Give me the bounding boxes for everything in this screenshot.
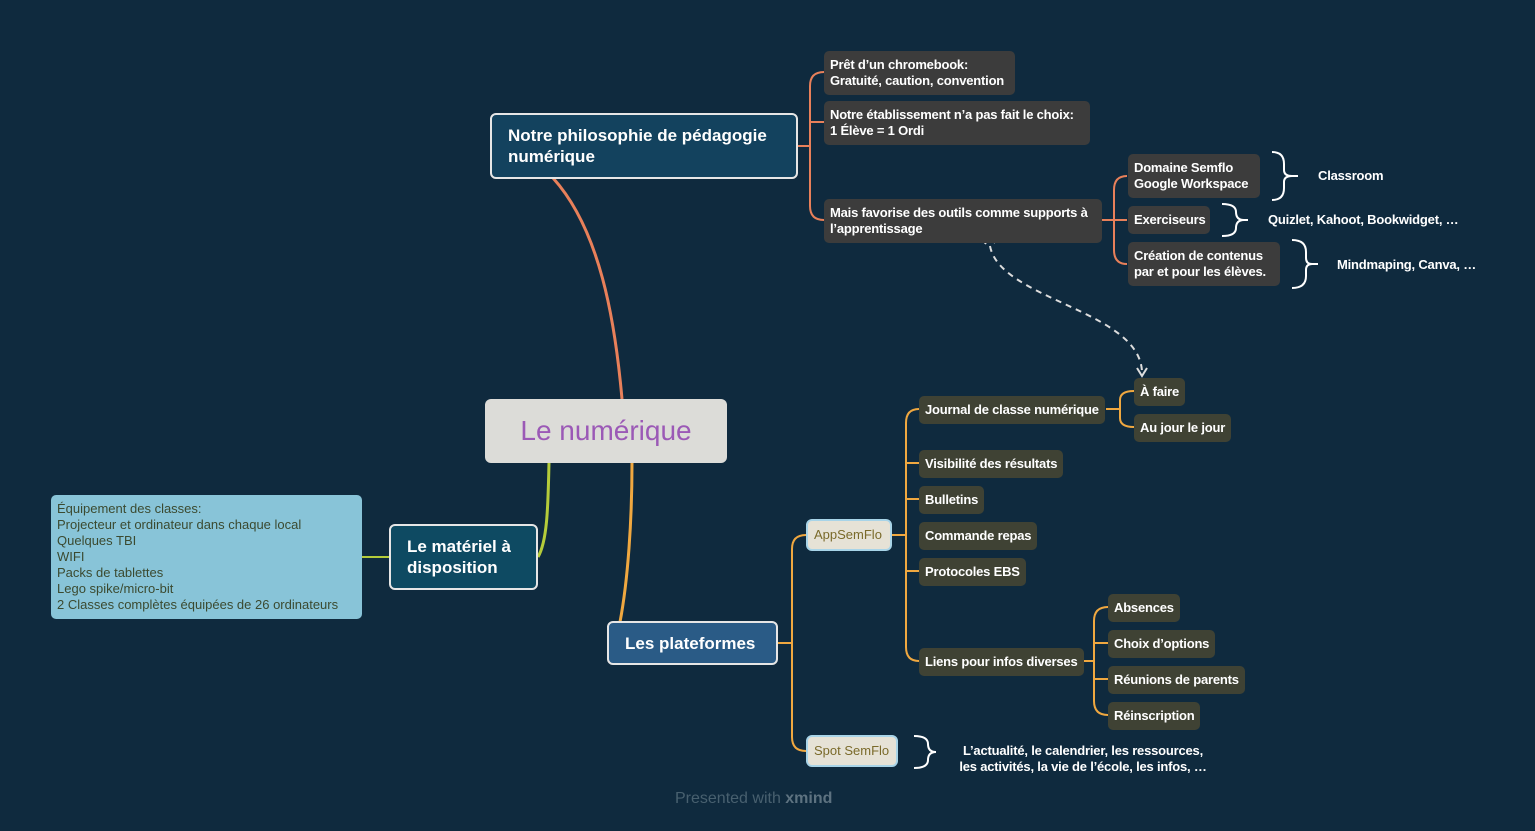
tool-creation[interactable]: Création de contenus par et pour les élè… [1128, 242, 1280, 286]
journal-child-jour[interactable]: Au jour le jour [1134, 414, 1232, 442]
central-topic[interactable]: Le numérique [485, 399, 727, 463]
footer-prefix: Presented with [675, 790, 786, 807]
item-line: Domaine Semflo [1134, 160, 1234, 175]
topic-materiel[interactable]: Le matériel à disposition [389, 524, 538, 590]
topic-philosophy[interactable]: Notre philosophie de pédagogie numérique [490, 113, 798, 179]
item-line: Google Workspace [1134, 176, 1249, 191]
philosophy-item-choice[interactable]: Notre établissement n’a pas fait le choi… [824, 101, 1090, 145]
note-mindmaping: Mindmaping, Canva, … [1337, 257, 1477, 272]
platform-appsemflo[interactable]: AppSemFlo [806, 519, 892, 551]
note-classroom: Classroom [1318, 168, 1384, 183]
equipment-line: Projecteur et ordinateur dans chaque loc… [57, 517, 302, 532]
spot-note-line: les activités, la vie de l’école, les in… [959, 759, 1207, 774]
app-item-bulletins[interactable]: Bulletins [919, 486, 985, 514]
equipment-line: WIFI [57, 549, 85, 564]
item-line: Exerciseurs [1134, 212, 1206, 227]
app-item-liens[interactable]: Liens pour infos diverses [919, 648, 1084, 676]
liens-child-absences[interactable]: Absences [1108, 594, 1180, 622]
spot-note-line: L’actualité, le calendrier, les ressourc… [963, 743, 1203, 758]
equipment-line: Quelques TBI [57, 533, 137, 548]
topic-plateformes-label: Les plateformes [625, 633, 756, 653]
liens-child-reunions[interactable]: Réunions de parents [1108, 666, 1245, 694]
equipment-line: Équipement des classes: [57, 501, 202, 516]
equipment-line: 2 Classes complètes équipées de 26 ordin… [57, 597, 339, 612]
equipment-list[interactable]: Équipement des classes: Projecteur et or… [51, 495, 362, 619]
liens-child-reinscription[interactable]: Réinscription [1108, 702, 1201, 730]
topic-materiel-label: Le matériel à disposition [407, 537, 511, 577]
liens-child-options[interactable]: Choix d’options [1108, 630, 1216, 658]
item-line: l’apprentissage [830, 221, 923, 236]
presented-with-xmind: Presented with xmind [675, 790, 832, 808]
equipment-line: Lego spike/micro-bit [57, 581, 174, 596]
journal-child-afaire[interactable]: À faire [1134, 378, 1186, 406]
app-item-resultats[interactable]: Visibilité des résultats [919, 450, 1064, 478]
app-item-ebs[interactable]: Protocoles EBS [919, 558, 1026, 586]
topic-philosophy-label: Notre philosophie de pédagogie numérique [508, 126, 767, 166]
platform-spotsemflo[interactable]: Spot SemFlo [806, 735, 898, 767]
philosophy-item-tools[interactable]: Mais favorise des outils comme supports … [824, 199, 1102, 243]
app-item-journal[interactable]: Journal de classe numérique [919, 396, 1105, 424]
item-line: Mais favorise des outils comme supports … [830, 205, 1088, 220]
item-line: 1 Élève = 1 Ordi [830, 123, 924, 138]
note-quizlet: Quizlet, Kahoot, Bookwidget, … [1268, 212, 1459, 227]
tool-domaine[interactable]: Domaine Semflo Google Workspace [1128, 154, 1260, 198]
topic-plateformes[interactable]: Les plateformes [607, 621, 778, 665]
item-line: Gratuité, caution, convention [830, 73, 1005, 88]
item-line: Notre établissement n’a pas fait le choi… [830, 107, 1074, 122]
app-item-repas[interactable]: Commande repas [919, 522, 1038, 550]
tool-exerciseurs[interactable]: Exerciseurs [1128, 206, 1210, 234]
item-line: par et pour les élèves. [1134, 264, 1266, 279]
xmind-logo: xmind [785, 790, 833, 807]
item-line: Création de contenus [1134, 248, 1263, 263]
spot-note: L’actualité, le calendrier, les ressourc… [948, 743, 1218, 775]
item-line: Prêt d’un chromebook: [830, 57, 969, 72]
equipment-line: Packs de tablettes [57, 565, 164, 580]
philosophy-item-chromebook[interactable]: Prêt d’un chromebook: Gratuité, caution,… [824, 51, 1015, 95]
